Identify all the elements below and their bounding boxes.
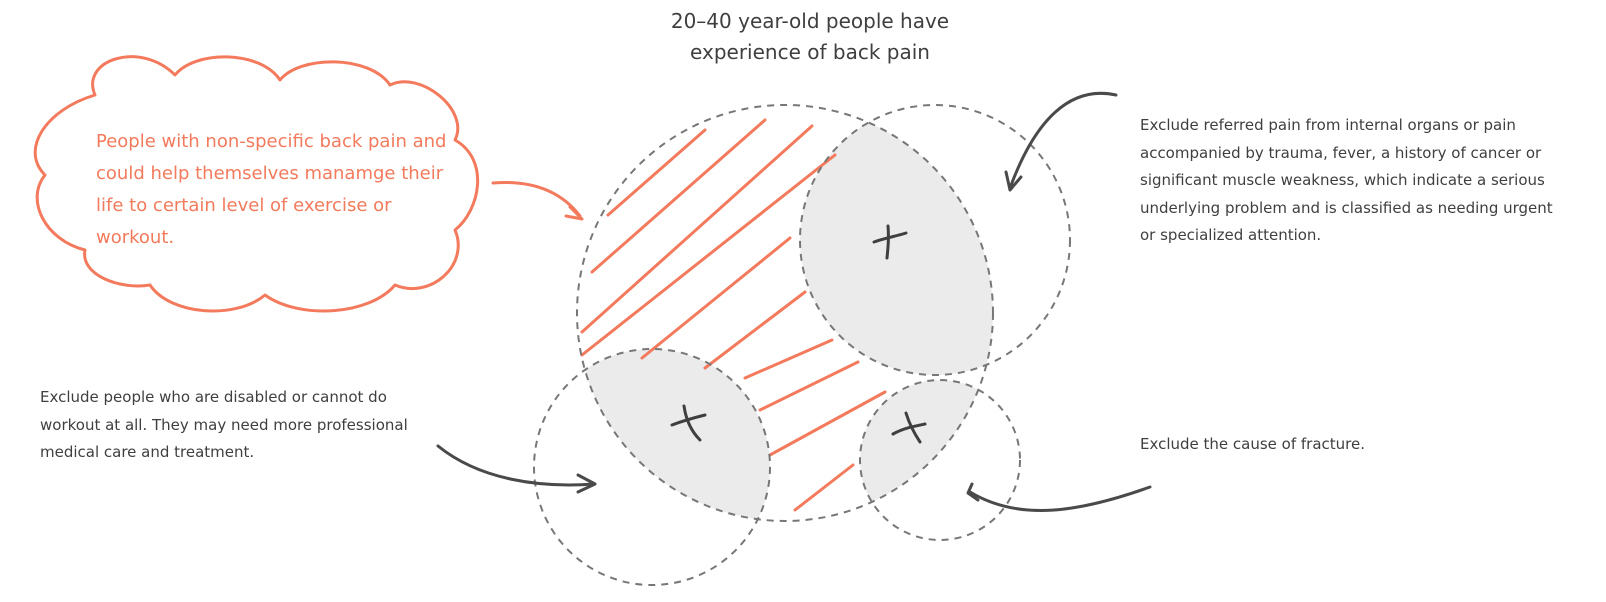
arrow-bottom-right-icon bbox=[966, 482, 1152, 512]
cloud-line: life to certain level of exercise or bbox=[96, 195, 392, 216]
excluded-region-bottom-left bbox=[577, 349, 770, 521]
x-mark-bottom-right-icon bbox=[891, 411, 927, 444]
title-line: experience of back pain bbox=[690, 40, 930, 64]
annotation-line: significant muscle weakness, which indic… bbox=[1140, 171, 1545, 189]
arrow-from-cloud-icon bbox=[491, 181, 584, 221]
cloud-callout bbox=[33, 55, 479, 313]
cloud-callout-text: People with non-specific back pain and c… bbox=[96, 126, 476, 254]
circle-top-right bbox=[799, 104, 1071, 376]
title-line: 20–40 year-old people have bbox=[670, 9, 950, 33]
annotation-bottom-left: Exclude people who are disabled or canno… bbox=[40, 384, 460, 467]
annotation-line: workout at all. They may need more profe… bbox=[40, 415, 408, 434]
diagram-title: 20–40 year-old people have experience of… bbox=[600, 6, 1020, 68]
annotation-top-right: Exclude referred pain from internal orga… bbox=[1140, 112, 1585, 250]
excluded-region-top-right bbox=[800, 105, 993, 375]
cloud-line: workout. bbox=[96, 227, 175, 248]
x-mark-top-right-icon bbox=[872, 224, 908, 260]
annotation-line: Exclude the cause of fracture. bbox=[1140, 435, 1366, 453]
circle-bottom-left bbox=[533, 348, 771, 586]
circle-bottom-right bbox=[859, 379, 1021, 541]
main-circle bbox=[576, 104, 994, 522]
annotation-line: Exclude referred pain from internal orga… bbox=[1140, 116, 1516, 134]
annotation-line: underlying problem and is classified as … bbox=[1140, 198, 1553, 217]
arrow-top-right-icon bbox=[1004, 91, 1118, 192]
annotation-line: accompanied by trauma, fever, a history … bbox=[1140, 143, 1542, 162]
annotation-line: or specialized attention. bbox=[1140, 226, 1322, 244]
arrow-bottom-left-icon bbox=[436, 444, 597, 494]
annotation-bottom-right: Exclude the cause of fracture. bbox=[1140, 431, 1560, 459]
x-mark-bottom-left-icon bbox=[670, 404, 707, 442]
cloud-line: People with non-specific back pain and bbox=[96, 131, 447, 152]
cloud-line: could help themselves manamge their bbox=[96, 163, 444, 184]
target-region-hatching bbox=[580, 118, 887, 512]
annotation-line: Exclude people who are disabled or canno… bbox=[40, 388, 387, 406]
annotation-line: medical care and treatment. bbox=[40, 443, 255, 461]
